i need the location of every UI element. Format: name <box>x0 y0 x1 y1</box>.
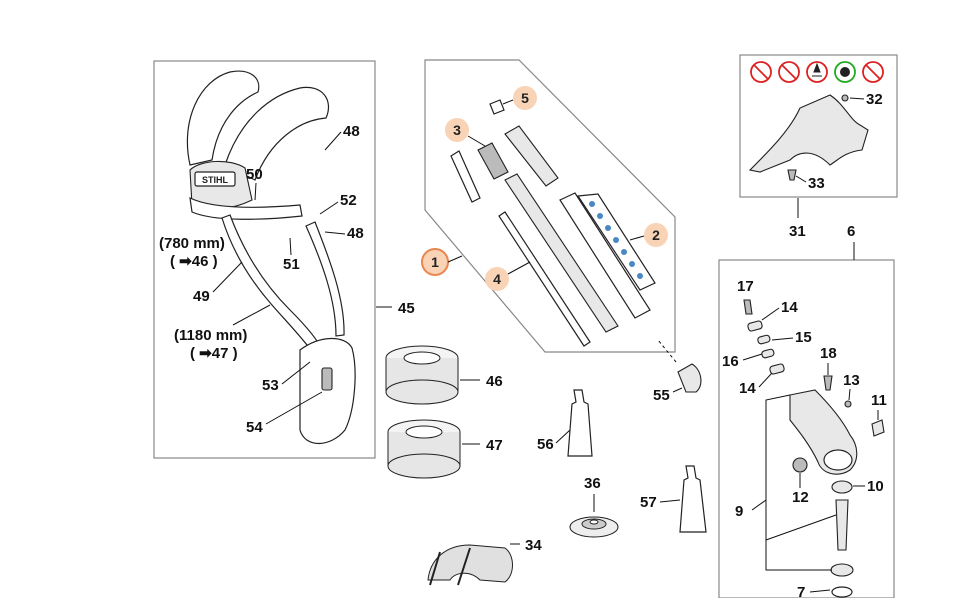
circlip <box>831 586 853 598</box>
shaft-main-tube <box>504 173 619 333</box>
sleeve-15 <box>757 334 771 345</box>
svg-text:3: 3 <box>453 122 461 138</box>
pin-17 <box>743 299 753 315</box>
label-46: 46 <box>486 373 503 390</box>
harness-belt <box>189 196 303 220</box>
label-7: 7 <box>797 584 805 598</box>
label-17: 17 <box>737 278 754 295</box>
harness-frame <box>153 60 376 459</box>
label-6: 6 <box>847 223 855 240</box>
label-31: 31 <box>789 223 806 240</box>
harness-shoulder-strap-right <box>224 86 330 181</box>
label-54: 54 <box>246 419 263 436</box>
gear-housing-bore <box>823 449 853 471</box>
clamp-11 <box>871 419 885 437</box>
grease-tube-56 <box>567 389 593 457</box>
control-handle-group: 32 33 31 <box>739 54 898 240</box>
label-9: 9 <box>735 503 743 520</box>
label-10: 10 <box>867 478 884 495</box>
label-32: 32 <box>866 91 883 108</box>
control-handle-frame <box>739 54 898 198</box>
screw-13 <box>844 400 852 408</box>
screw-12 <box>792 457 808 473</box>
label-48-top: 48 <box>343 123 360 140</box>
label-11: 11 <box>871 392 887 409</box>
thrust-plate-36 <box>569 516 619 538</box>
label-51: 51 <box>283 256 300 273</box>
shaft-9 <box>835 499 849 551</box>
label-50: 50 <box>246 166 263 183</box>
bearing-10 <box>831 480 853 494</box>
callout-4: 4 <box>485 267 509 291</box>
callout-1[interactable]: 1 <box>421 248 449 276</box>
svg-text:1: 1 <box>431 254 439 270</box>
svg-text:5: 5 <box>521 90 529 106</box>
label-47: 47 <box>486 437 503 454</box>
control-bolt <box>787 169 797 181</box>
label-14-lower: 14 <box>739 380 756 397</box>
label-52: 52 <box>340 192 357 209</box>
decal-icons <box>589 201 643 279</box>
screw-18 <box>823 375 833 391</box>
gear-head-group: 6 17 14 15 16 18 14 13 11 12 10 <box>718 223 895 598</box>
shaft-tube-small <box>504 125 559 187</box>
svg-text:2: 2 <box>652 227 660 243</box>
note-ref-46: ( ➡46 ) <box>170 253 218 270</box>
gear-head-frame <box>718 259 895 598</box>
shaft-sleeve <box>477 142 509 180</box>
callout-3: 3 <box>445 118 469 142</box>
label-36: 36 <box>584 475 601 492</box>
callout-5: 5 <box>513 86 537 110</box>
shaft-cap-5 <box>489 99 505 115</box>
brand-logo: STIHL <box>202 175 229 185</box>
bearing-7 <box>830 563 854 577</box>
strap-roll-47 <box>387 419 461 479</box>
strap-roll-46 <box>385 345 459 405</box>
sleeve-14-upper <box>747 320 763 332</box>
label-34: 34 <box>525 537 542 554</box>
label-53: 53 <box>262 377 279 394</box>
label-45: 45 <box>398 300 415 317</box>
shaft-decal-tube <box>559 192 651 319</box>
grease-tube-57 <box>679 465 707 533</box>
note-ref-47: ( ➡47 ) <box>190 345 238 362</box>
warning-symbols <box>750 61 884 83</box>
label-15: 15 <box>795 329 812 346</box>
shaft-rod-3 <box>450 150 481 203</box>
control-handle <box>748 94 869 173</box>
safety-glasses-34 <box>427 544 513 586</box>
harness-side-strap <box>305 221 345 337</box>
shaft-rod-4 <box>498 211 591 347</box>
label-14-upper: 14 <box>781 299 798 316</box>
shaft-group: 5 3 2 4 1 <box>421 59 676 353</box>
sleeve-16 <box>761 348 775 359</box>
callout-2: 2 <box>644 223 668 247</box>
harness-group: STIHL 48 50 52 48 51 (780 mm) ( ➡46 ) 49… <box>153 60 415 459</box>
label-18: 18 <box>820 345 837 362</box>
shaft-end-cap-55 <box>677 363 702 393</box>
label-33: 33 <box>808 175 825 192</box>
label-16: 16 <box>722 353 739 370</box>
label-49: 49 <box>193 288 210 305</box>
control-screw <box>841 94 849 102</box>
label-13: 13 <box>843 372 860 389</box>
sleeve-14-lower <box>769 363 785 375</box>
label-57: 57 <box>640 494 657 511</box>
note-1180mm: (1180 mm) <box>174 327 247 344</box>
harness-shoulder-strap-left <box>186 70 260 166</box>
harness-logo-plate <box>194 171 236 187</box>
svg-text:4: 4 <box>493 271 501 287</box>
label-55: 55 <box>653 387 670 404</box>
note-780mm: (780 mm) <box>159 235 225 252</box>
label-56: 56 <box>537 436 554 453</box>
harness-hip-pad <box>299 337 356 444</box>
harness-carabiner <box>321 367 333 391</box>
shaft-frame <box>424 59 676 353</box>
label-12: 12 <box>792 489 809 506</box>
label-48-side: 48 <box>347 225 364 242</box>
